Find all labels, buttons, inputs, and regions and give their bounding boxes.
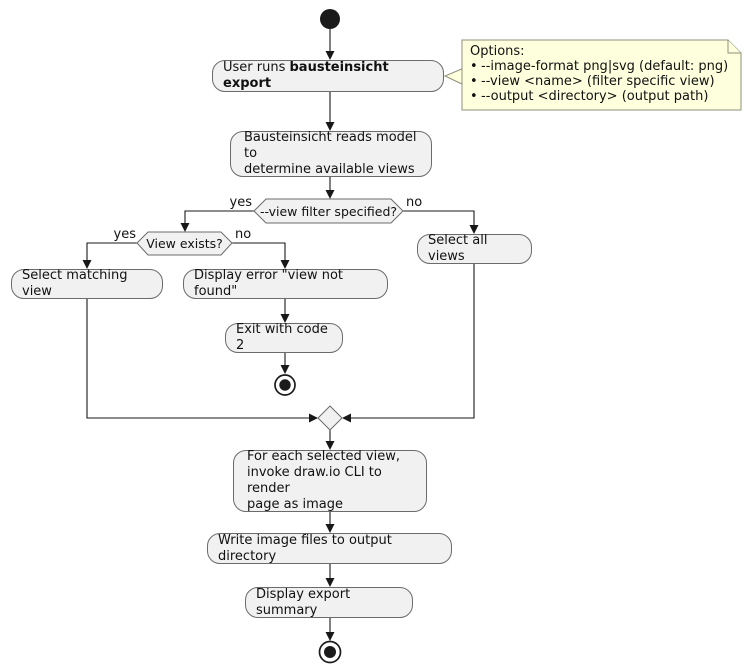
edge-label-view-filter-no: no [406, 195, 423, 210]
activity-run-export-label: User runs bausteinsicht export [223, 60, 389, 91]
decision-view-filter-shape [253, 198, 404, 224]
decision-view-exists-question: View exists? [146, 236, 223, 251]
note-item-text: --image-format png|svg (default: png) [481, 59, 729, 74]
bullet-icon: • [470, 74, 478, 89]
edge-label-view-exists-yes: yes [113, 227, 136, 242]
note-title: Options: [470, 44, 525, 59]
note-item: • --view <name> (filter specific view) [470, 74, 734, 89]
edge-label-view-exists-no: no [235, 227, 252, 242]
activity-for-each-view: For each selected view, invoke draw.io C… [233, 449, 427, 512]
start-node [320, 9, 340, 29]
edge-arrowheads [82, 51, 479, 641]
activity-read-model: Bausteinsicht reads model to determine a… [230, 130, 432, 177]
edge-label-view-filter-yes: yes [229, 195, 252, 210]
decision-view-filter-question: --view filter specified? [259, 203, 398, 219]
edge-lines [86, 29, 475, 633]
note-item-text: --output <directory> (output path) [481, 89, 709, 104]
note-item: • --output <directory> (output path) [470, 89, 734, 104]
note-item: • --image-format png|svg (default: png) [470, 59, 734, 74]
activity-write-image-files: Write image files to output directory [207, 533, 452, 564]
options-note: Options: • --image-format png|svg (defau… [470, 44, 734, 104]
activity-display-summary: Display export summary [245, 587, 413, 618]
activity-select-matching-view: Select matching view [11, 268, 163, 299]
activity-exit-code-2: Exit with code 2 [225, 322, 343, 353]
bullet-icon: • [470, 89, 478, 104]
activity-run-export: User runs bausteinsicht export [212, 60, 444, 92]
activity-display-error: Display error "view not found" [183, 268, 388, 299]
end-node-final [318, 640, 342, 664]
activity-select-all-views: Select all views [417, 233, 532, 264]
merge-diamond [317, 405, 343, 431]
bullet-icon: • [470, 59, 478, 74]
decision-view-exists-shape [136, 231, 233, 256]
command-name: bausteinsicht export [223, 60, 389, 91]
end-node-error [274, 374, 296, 396]
note-item-text: --view <name> (filter specific view) [481, 74, 715, 89]
note-shape [443, 39, 742, 111]
